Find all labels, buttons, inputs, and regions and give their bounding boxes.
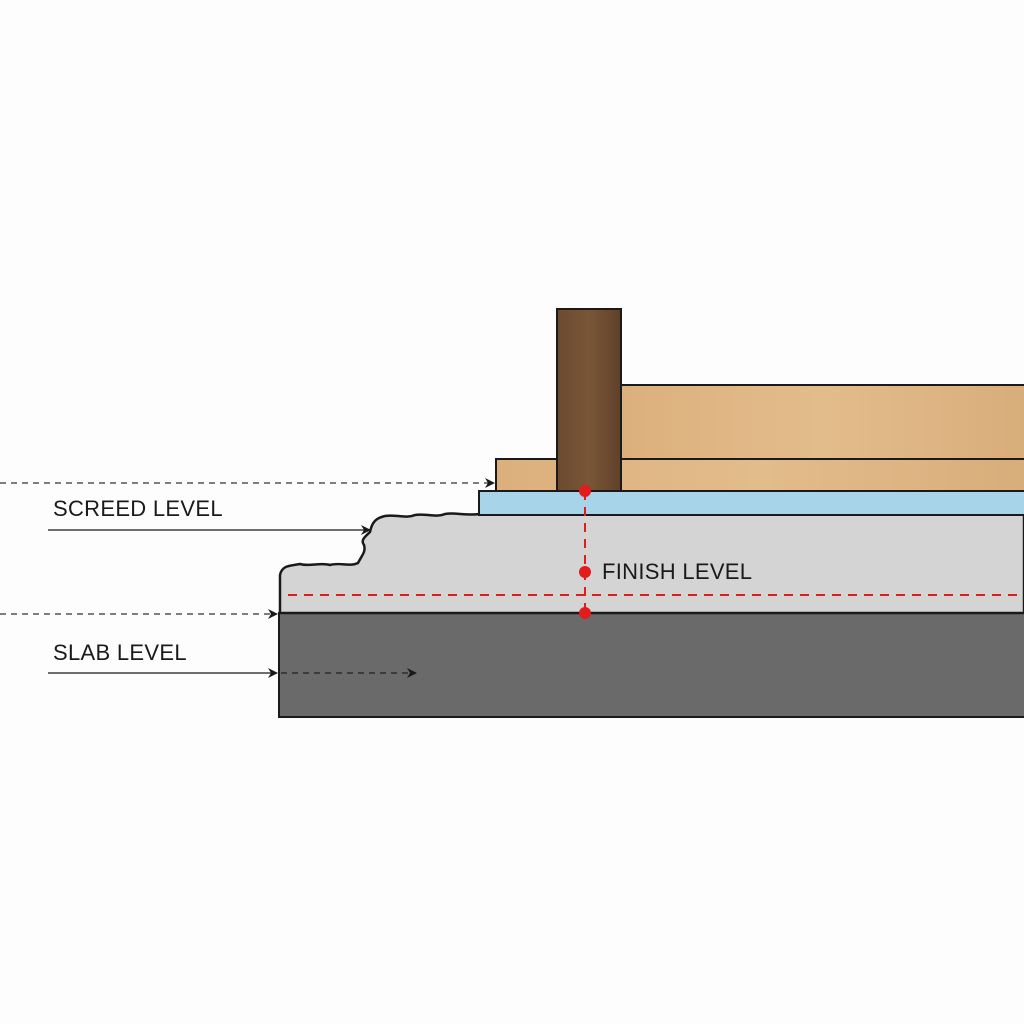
concrete-slab <box>278 612 1024 718</box>
screed-level-label: SCREED LEVEL <box>53 496 223 521</box>
marker-dot-bottom <box>579 607 591 619</box>
underlay-layer <box>478 490 1024 516</box>
finish-level-label: FINISH LEVEL <box>602 559 753 584</box>
screed-layer <box>278 512 1024 615</box>
floor-plank-upper <box>620 384 1024 460</box>
marker-dot-top <box>579 485 591 497</box>
slab-level-label: SLAB LEVEL <box>53 640 187 665</box>
marker-dot-middle <box>579 566 591 578</box>
skirting-post <box>556 308 622 492</box>
